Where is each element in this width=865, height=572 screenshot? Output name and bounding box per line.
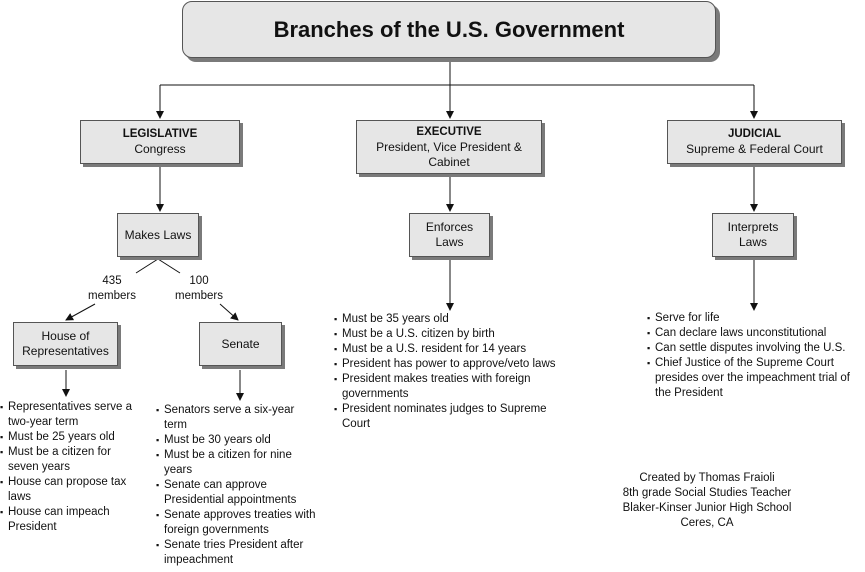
list-item: Chief Justice of the Supreme Court presi… — [647, 356, 863, 401]
list-item: Senate can approve Presidential appointm… — [156, 478, 316, 508]
credits-line: Created by Thomas Fraioli — [639, 472, 775, 484]
judicial-sub: Supreme & Federal Court — [686, 142, 823, 156]
list-item: Representatives serve a two-year term — [0, 400, 142, 430]
credits-line: Blaker-Kinser Junior High School — [622, 502, 792, 514]
list-item: Senators serve a six-year term — [156, 403, 316, 433]
house-box: House of Representatives — [13, 322, 118, 366]
enforces-laws-label: Enforces Laws — [425, 220, 474, 249]
credits-line: Ceres, CA — [680, 517, 734, 529]
credits-line: 8th grade Social Studies Teacher — [622, 487, 792, 499]
interprets-laws-box: Interprets Laws — [712, 213, 794, 257]
split-right — [157, 258, 181, 274]
arrow-to-senate — [219, 303, 239, 321]
house-member-count: 435 members — [80, 274, 144, 304]
makes-laws-box: Makes Laws — [117, 213, 199, 257]
house-facts-list: Representatives serve a two-year term Mu… — [0, 400, 142, 535]
list-item: Can settle disputes involving the U.S. — [647, 341, 863, 356]
judicial-facts-list: Serve for life Can declare laws unconsti… — [647, 311, 863, 401]
list-item: Serve for life — [647, 311, 863, 326]
list-item: Must be a citizen for seven years — [0, 445, 142, 475]
senate-count-unit: members — [175, 290, 223, 302]
title-text: Branches of the U.S. Government — [273, 17, 625, 42]
executive-sub: President, Vice President & Cabinet — [376, 139, 522, 169]
list-item: Must be 35 years old — [334, 312, 574, 327]
list-item: Senate approves treaties with foreign go… — [156, 508, 316, 538]
legislative-branch-box: LEGISLATIVE Congress — [80, 120, 240, 164]
senate-facts-list: Senators serve a six-year term Must be 3… — [156, 403, 316, 568]
senate-member-count: 100 members — [167, 274, 231, 304]
list-item: Must be a citizen for nine years — [156, 448, 316, 478]
list-item: Must be a U.S. citizen by birth — [334, 327, 574, 342]
list-item: Senate tries President after impeachment — [156, 538, 316, 568]
list-item: Must be 30 years old — [156, 433, 316, 448]
split-left — [135, 258, 159, 274]
list-item: President has power to approve/veto laws — [334, 357, 574, 372]
senate-count-number: 100 — [189, 275, 209, 287]
list-item: Must be 25 years old — [0, 430, 142, 445]
makes-laws-label: Makes Laws — [124, 227, 192, 242]
senate-box: Senate — [199, 322, 282, 366]
arrow-to-house — [65, 303, 96, 321]
senate-label: Senate — [221, 336, 260, 351]
list-item: President makes treaties with foreign go… — [334, 372, 574, 402]
judicial-name: JUDICIAL — [727, 128, 782, 140]
list-item: House can impeach President — [0, 505, 142, 535]
credits-block: Created by Thomas Fraioli 8th grade Soci… — [600, 471, 814, 531]
house-count-unit: members — [88, 290, 136, 302]
executive-facts-list: Must be 35 years old Must be a U.S. citi… — [334, 312, 574, 432]
list-item: Must be a U.S. resident for 14 years — [334, 342, 574, 357]
interprets-laws-label: Interprets Laws — [727, 220, 779, 249]
executive-name: EXECUTIVE — [416, 125, 482, 138]
house-label: House of Representatives — [22, 329, 109, 358]
house-count-number: 435 — [102, 275, 122, 287]
legislative-sub: Congress — [134, 142, 186, 156]
list-item: Can declare laws unconstitutional — [647, 326, 863, 341]
diagram-title: Branches of the U.S. Government — [182, 1, 716, 58]
enforces-laws-box: Enforces Laws — [409, 213, 490, 257]
list-item: President nominates judges to Supreme Co… — [334, 402, 574, 432]
executive-branch-box: EXECUTIVE President, Vice President & Ca… — [356, 120, 542, 174]
list-item: House can propose tax laws — [0, 475, 142, 505]
legislative-name: LEGISLATIVE — [122, 128, 198, 140]
judicial-branch-box: JUDICIAL Supreme & Federal Court — [667, 120, 842, 164]
